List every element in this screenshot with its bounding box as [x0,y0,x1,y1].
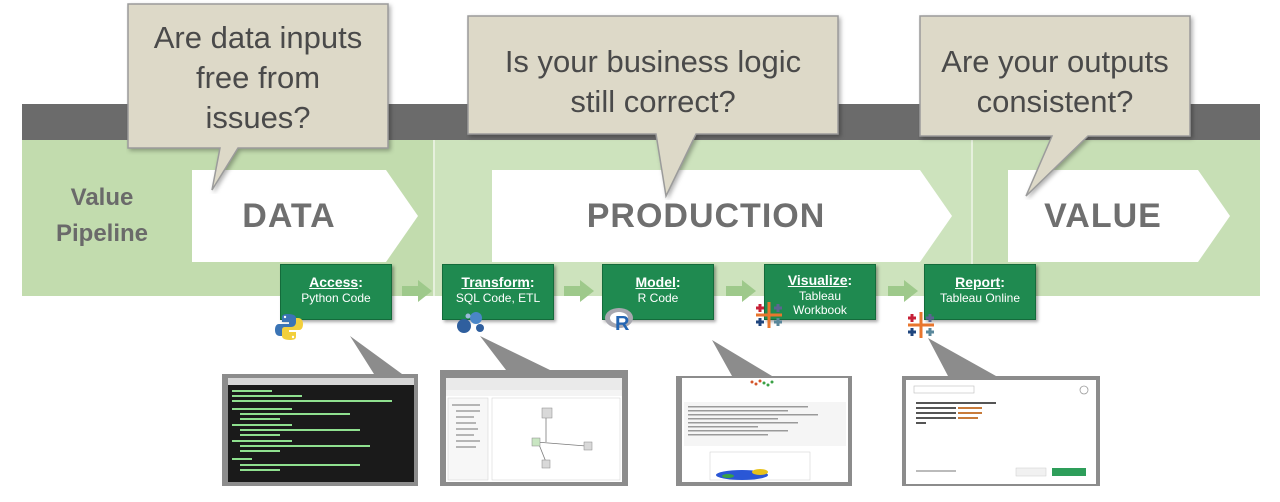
tableau-logo-icon [908,312,934,338]
pipeline-label: Value Pipeline [22,180,182,252]
report-step-sub: Tableau Online [939,291,1021,305]
tableau-logo-icon [756,302,782,328]
transform-step-title: Transform [461,274,530,290]
pipeline-label-line: Pipeline [55,220,149,247]
svg-text:R: R [615,313,630,334]
step-connector-arrow [888,280,918,302]
etl-tool-icon [457,312,484,333]
visualize-step-sub: Tableau [798,289,842,303]
access-step: Access: Python Code [280,264,392,320]
band-divider [971,140,973,296]
access-step-sub: Python Code [301,291,371,305]
visualize-step-sub: Workbook [793,303,847,317]
data-question-bubble [127,3,389,191]
visualize-step: Visualize: Tableau Workbook [764,264,876,320]
transform-step: Transform: SQL Code, ETL [442,264,554,320]
step-connector-arrow [402,280,432,302]
band-divider [433,140,435,296]
r-logo-icon: R [605,308,633,334]
transform-step-sub: SQL Code, ETL [455,291,541,305]
model-step-title: Model [635,274,676,290]
production-question-bubble [467,15,839,199]
step-connector-arrow [726,280,756,302]
value-question-bubble [919,15,1191,197]
tableau-report-screenshot [906,380,1096,484]
visualize-step-title: Visualize [787,272,848,288]
value-stage-arrow [1008,170,1230,262]
data-stage-arrow [192,170,418,262]
model-step-sub: R Code [637,291,679,305]
production-stage-arrow [492,170,952,262]
python-terminal-screenshot [228,378,414,482]
report-step-title: Report [955,274,1001,290]
pipeline-label-line: Value [70,184,134,211]
access-step-title: Access [309,274,359,290]
report-step: Report: Tableau Online [924,264,1036,320]
python-logo-icon [275,314,303,340]
etl-tool-screenshot [446,378,622,482]
step-connector-arrow [564,280,594,302]
r-plot-screenshot [682,378,848,482]
